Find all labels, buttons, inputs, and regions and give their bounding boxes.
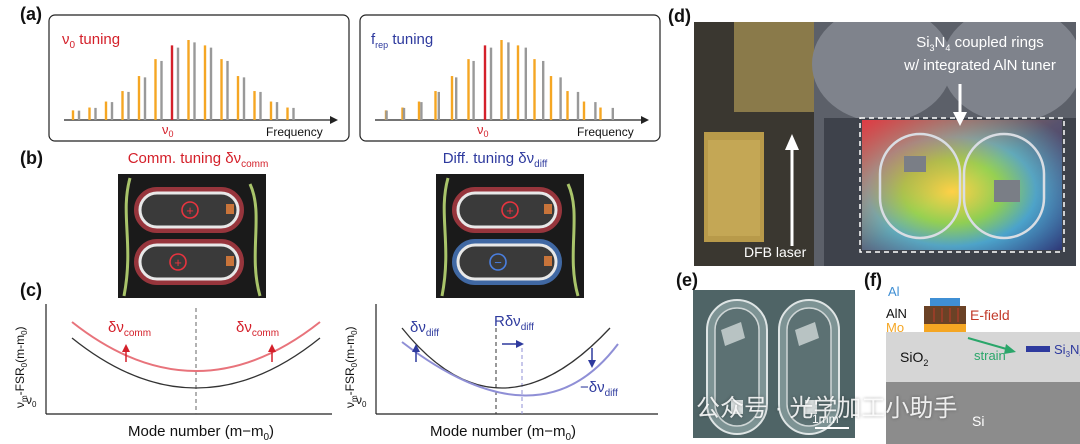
- y-axis-label: νm-FSR0(m-m0): [13, 326, 29, 408]
- dispersion-plot-diff: νm-FSR0(m-m0) ν0 δνdiff Rδνdiff −δνdiff …: [343, 304, 658, 443]
- ring-bottom-glow: [134, 239, 244, 285]
- label-efield: E-field: [970, 307, 1010, 323]
- al-layer: [930, 298, 960, 306]
- base-curve: [401, 327, 611, 389]
- ring-bottom: [456, 243, 558, 281]
- y-tick-v0: ν0: [356, 393, 367, 409]
- title-v0-tuning: ν0 tuning: [62, 31, 120, 51]
- svg-text:+: +: [506, 203, 514, 218]
- marker-v0-left: ν0: [162, 122, 174, 139]
- label-strain: strain: [974, 348, 1006, 363]
- label-comm-right: δνcomm: [236, 319, 279, 339]
- label-comm-left: δνcomm: [108, 319, 151, 339]
- label-sio2: SiO2: [900, 349, 928, 368]
- panel-a-label: (a): [20, 4, 42, 24]
- plus-icon-top: [181, 201, 199, 219]
- svg-text:νm-FSR0(m-m0): νm-FSR0(m-m0): [13, 326, 29, 408]
- comb-lines-left: [71, 40, 295, 120]
- device-cross-section: Al AlN Mo E-field strain SiO2 Si3N4 Si: [886, 284, 1080, 444]
- base-curve: [71, 337, 321, 389]
- up-arrow-left: [122, 344, 130, 352]
- ring-bottom-glow: [452, 239, 562, 285]
- svg-text:+: +: [186, 203, 194, 218]
- down-arrow: [588, 360, 596, 368]
- ring-top-glow: [452, 187, 562, 233]
- shifted-curve-comm: [71, 321, 321, 372]
- title-diff-tuning: Diff. tuning δνdiff: [442, 150, 548, 170]
- frequency-label-left: Frequency: [266, 125, 323, 139]
- label-diff: δνdiff: [410, 319, 439, 339]
- minus-icon: [489, 253, 507, 271]
- sin-waveguide: [1026, 346, 1050, 352]
- y-axis-label: νm-FSR0(m-m0): [343, 326, 359, 408]
- up-arrow: [412, 344, 420, 352]
- label-r-diff: Rδνdiff: [494, 313, 534, 333]
- ring-right-photo: [962, 132, 1046, 240]
- rings-arrow: [953, 112, 967, 126]
- shifted-curve-diff: [401, 341, 619, 397]
- axis-arrow: [641, 116, 649, 124]
- label-aln: AlN: [886, 306, 907, 321]
- ring-top: [456, 191, 558, 229]
- x-axis-label: Mode number (m−m0): [128, 423, 274, 443]
- watermark: 公众号 · 光学加工小助手: [664, 388, 957, 423]
- comb-lines-right: [384, 40, 615, 120]
- up-arrow-right: [268, 344, 276, 352]
- panel-e-label: (e): [676, 270, 698, 290]
- svg-text:+: +: [174, 255, 182, 270]
- ring-top-glow: [134, 187, 244, 233]
- panel-f-label: (f): [864, 270, 882, 290]
- scale-label: 1mm: [812, 412, 839, 426]
- label-neg-diff: −δνdiff: [580, 379, 618, 399]
- panel-c-label: (c): [20, 280, 42, 300]
- wechat-icon: [664, 398, 690, 418]
- panel-d-label: (d): [668, 6, 691, 26]
- comb-spectrum-v0-tuning: ν0 tuning ν0 Frequency: [48, 14, 350, 142]
- sio2-layer: [886, 332, 1080, 382]
- mo-layer: [924, 324, 966, 332]
- y-tick-v0: ν0: [26, 393, 37, 409]
- label-si: Si: [972, 413, 984, 429]
- sem-photograph: [693, 290, 855, 438]
- panel-b-label: (b): [20, 148, 43, 168]
- label-mo: Mo: [886, 320, 904, 335]
- frame-right: [359, 14, 661, 142]
- strain-arrow: [1004, 344, 1016, 354]
- ring-micrograph-comm: + +: [118, 174, 266, 298]
- ring-left-photo: [878, 132, 962, 240]
- frame-left: [48, 14, 350, 142]
- si-substrate: [886, 382, 1080, 444]
- title-comm-tuning: Comm. tuning δνcomm: [127, 150, 269, 170]
- svg-text:νm-FSR0(m-m0): νm-FSR0(m-m0): [343, 326, 359, 408]
- axis-arrow: [330, 116, 338, 124]
- photo-drawing: [694, 22, 1076, 266]
- ring-bottom: [138, 243, 240, 281]
- frequency-label-right: Frequency: [577, 125, 634, 139]
- ring-micrograph-diff: + −: [436, 174, 584, 298]
- ring-top: [138, 191, 240, 229]
- x-axis-label: Mode number (m−m0): [430, 423, 576, 443]
- label-al: Al: [888, 284, 900, 299]
- sem-drawing: [693, 290, 855, 438]
- title-frep-tuning: frep tuning: [371, 31, 433, 50]
- laser-label: DFB laser: [744, 244, 807, 260]
- laser-arrow: [785, 134, 799, 150]
- plus-icon-bottom: [169, 253, 187, 271]
- comb-spectrum-frep-tuning: frep tuning ν0 Frequency: [359, 14, 661, 142]
- chip-photograph: [694, 22, 1076, 266]
- plus-icon: [501, 201, 519, 219]
- rings-label: Si3N4 coupled rings w/ integrated AlN tu…: [904, 34, 1056, 74]
- svg-text:−: −: [494, 255, 502, 270]
- dispersion-plot-comm: νm-FSR0(m-m0) ν0 δνcomm δνcomm Mode numb…: [13, 304, 332, 443]
- aln-layer: [924, 306, 966, 324]
- marker-v0-right: ν0: [477, 122, 489, 139]
- right-arrow: [516, 340, 524, 348]
